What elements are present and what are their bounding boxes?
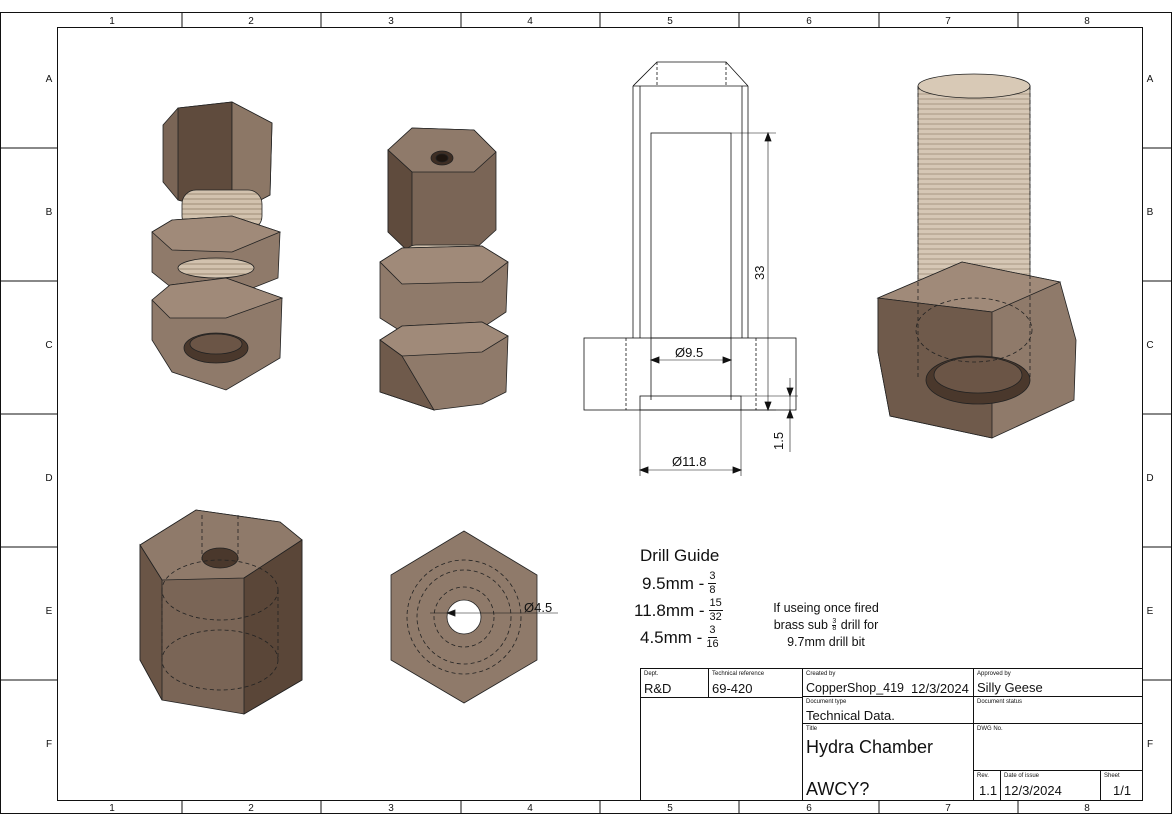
- grid-column-label: 5: [667, 16, 673, 27]
- dept-label: Dept.: [644, 671, 659, 677]
- grid-row-label: C: [1146, 340, 1153, 351]
- dimension-depth-label: 1.5: [771, 432, 786, 450]
- note-line-1: If useing once fired: [773, 601, 879, 615]
- grid-row-label: A: [46, 74, 53, 85]
- grid-ticks: [0, 12, 1172, 814]
- dept-value: R&D: [644, 681, 672, 696]
- grid-column-label: 7: [945, 803, 951, 814]
- title-block-grid: [640, 668, 1143, 801]
- subtitle-value: AWCY?: [806, 779, 870, 799]
- rev-label: Rev.: [977, 773, 989, 779]
- grid-row-label: D: [45, 473, 52, 484]
- dimension-bore-label: Ø9.5: [675, 345, 703, 360]
- grid-column-label: 2: [248, 803, 254, 814]
- created-date-value: 12/3/2024: [911, 681, 969, 696]
- note-fraction-num: 3: [832, 617, 837, 627]
- translucent-hex-view: [139, 509, 303, 715]
- drill-guide-title: Drill Guide: [640, 546, 720, 565]
- grid-row-label: C: [45, 340, 52, 351]
- drill-size: 9.5mm -: [642, 573, 705, 593]
- note-line-2: brass sub 3 8 drill for: [756, 617, 896, 634]
- issue-date-value: 12/3/2024: [1004, 783, 1062, 798]
- grid-column-label: 6: [806, 16, 812, 27]
- note-line-3: 9.7mm drill bit: [787, 635, 865, 649]
- grid-row-label: E: [1147, 606, 1154, 617]
- created-by-label: Created by: [806, 671, 836, 677]
- grid-column-label: 1: [109, 16, 115, 27]
- grid-column-label: 8: [1084, 16, 1090, 27]
- grid-column-label: 6: [806, 803, 812, 814]
- grid-row-label: A: [1147, 74, 1154, 85]
- grid-column-label: 7: [945, 16, 951, 27]
- techref-label: Technical reference: [712, 671, 765, 677]
- sheet-label: Sheet: [1104, 773, 1120, 779]
- grid-row-label: B: [1147, 207, 1154, 218]
- note-line-2-pre: brass sub: [773, 618, 828, 632]
- grid-row-label: F: [1147, 739, 1153, 750]
- drill-fraction-num: 3: [708, 570, 717, 584]
- drill-size: 11.8mm -: [634, 600, 705, 620]
- drill-fraction-den: 16: [706, 638, 719, 650]
- approved-by-label: Approved by: [977, 671, 1011, 677]
- drill-fraction-den: 32: [709, 611, 722, 623]
- created-by-value: CopperShop_419: [806, 681, 904, 695]
- grid-column-label: 4: [527, 803, 533, 814]
- dimension-height-label: 33: [752, 266, 767, 280]
- dimension-hole-label: Ø4.5: [524, 600, 552, 615]
- approved-by-value: Silly Geese: [977, 680, 1043, 695]
- issue-date-label: Date of issue: [1004, 773, 1040, 779]
- grid-column-label: 8: [1084, 803, 1090, 814]
- grid-column-label: 3: [388, 16, 394, 27]
- dimension-counterbore-label: Ø11.8: [672, 454, 706, 469]
- grid-column-label: 2: [248, 16, 254, 27]
- note-line-2-post: drill for: [840, 618, 879, 632]
- grid-column-label: 1: [109, 803, 115, 814]
- rev-value: 1.1: [979, 783, 998, 798]
- exploded-view-left: [151, 101, 284, 391]
- grid-column-label: 3: [388, 803, 394, 814]
- drill-fraction-num: 3: [708, 624, 717, 638]
- drill-fraction-den: 8: [709, 584, 716, 596]
- grid-row-label: E: [46, 606, 53, 617]
- drill-size: 4.5mm -: [640, 627, 703, 647]
- sheet-value: 1/1: [1113, 783, 1132, 798]
- document-type-value: Technical Data.: [806, 708, 895, 723]
- drill-fraction-num: 15: [708, 597, 723, 611]
- techref-value: 69-420: [712, 681, 753, 696]
- note-fraction-den: 8: [832, 625, 837, 633]
- document-status-label: Document status: [977, 699, 1023, 705]
- grid-column-label: 5: [667, 803, 673, 814]
- drill-guide-note: If useing once fired brass sub 3 8 drill…: [756, 600, 896, 651]
- top-hex-view: [390, 530, 558, 704]
- translucent-body-view: [876, 73, 1077, 439]
- grid-row-label: B: [46, 207, 53, 218]
- grid-column-label: 4: [527, 16, 533, 27]
- assembled-view: [379, 127, 509, 411]
- title-value: Hydra Chamber: [806, 737, 934, 757]
- document-type-label: Document type: [806, 699, 847, 705]
- section-drawing: [583, 61, 798, 476]
- dwg-no-label: DWG No.: [977, 726, 1003, 732]
- grid-row-label: D: [1146, 473, 1153, 484]
- grid-row-label: F: [46, 739, 52, 750]
- title-label: Title: [806, 726, 818, 732]
- note-fraction: 3 8: [832, 617, 837, 633]
